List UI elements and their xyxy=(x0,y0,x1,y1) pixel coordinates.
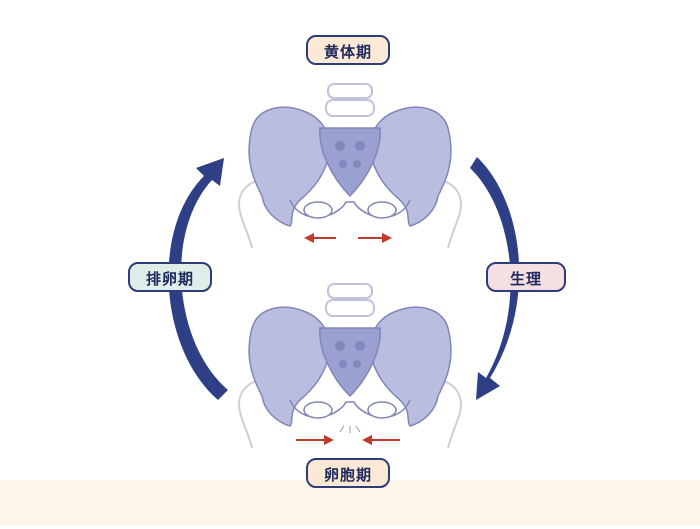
inward-arrow-left xyxy=(296,435,334,445)
cycle-arrow-left xyxy=(168,158,228,400)
inward-arrow-right xyxy=(362,435,400,445)
outward-arrow-left xyxy=(304,233,336,243)
phase-label-follicular: 卵胞期 xyxy=(306,458,390,488)
phase-label-ovulation: 排卵期 xyxy=(128,262,212,292)
phase-label-menstrual: 生理 xyxy=(486,262,566,292)
phase-label-luteal: 黄体期 xyxy=(306,35,390,65)
cycle-arrow-right xyxy=(470,157,520,400)
pelvis-open xyxy=(238,83,462,249)
outward-arrow-right xyxy=(358,233,392,243)
pelvis-closed xyxy=(238,283,462,449)
compression-marks xyxy=(339,425,361,433)
